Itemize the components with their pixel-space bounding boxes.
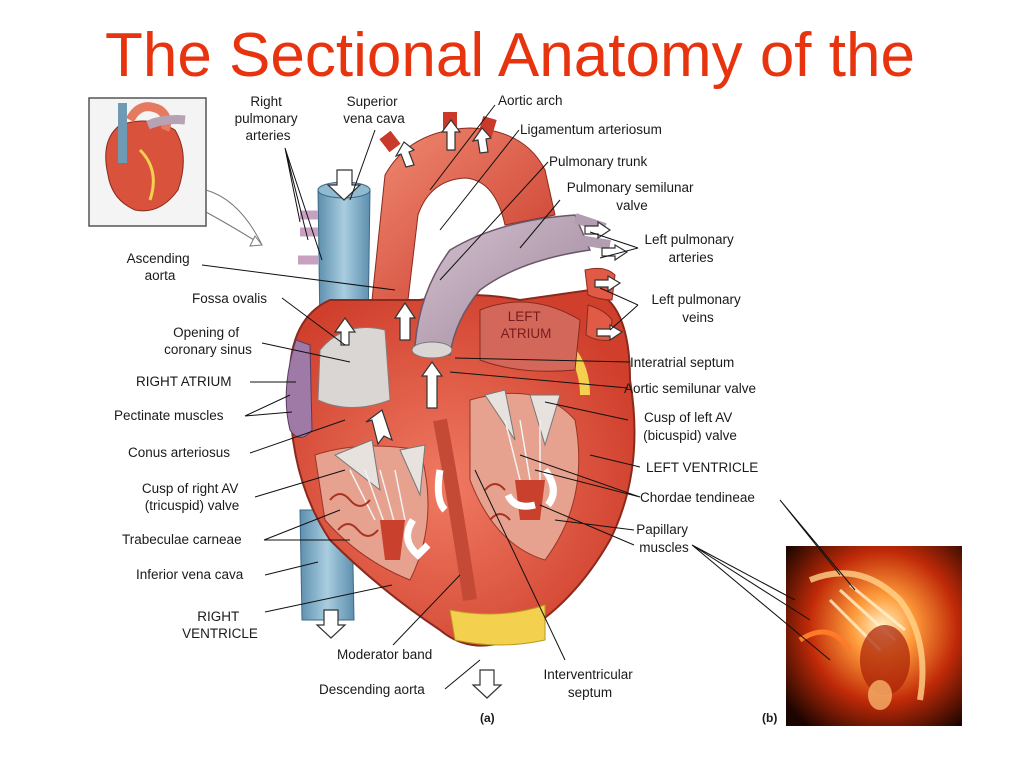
label-papillary-muscles: Papillary muscles bbox=[636, 522, 692, 555]
label-descending-aorta: Descending aorta bbox=[319, 682, 425, 697]
label-ligamentum-arteriosum: Ligamentum arteriosum bbox=[520, 122, 662, 137]
label-inferior-vena-cava: Inferior vena cava bbox=[136, 567, 244, 582]
label-fossa-ovalis: Fossa ovalis bbox=[192, 291, 267, 306]
inset-heart-thumbnail bbox=[88, 97, 263, 247]
label-moderator-band: Moderator band bbox=[337, 647, 432, 662]
label-conus-arteriosus: Conus arteriosus bbox=[128, 445, 230, 460]
panel-label-a: (a) bbox=[480, 711, 495, 725]
heart-body bbox=[285, 288, 636, 647]
label-left-pulmonary-arteries: Left pulmonary arteries bbox=[644, 232, 737, 265]
label-right-atrium: RIGHT ATRIUM bbox=[136, 374, 232, 389]
label-trabeculae-carneae: Trabeculae carneae bbox=[122, 532, 242, 547]
label-ascending-aorta: Ascending aorta bbox=[127, 251, 194, 283]
label-cusp-left-av: Cusp of left AV (bicuspid) valve bbox=[643, 410, 737, 443]
label-interatrial-septum: Interatrial septum bbox=[630, 355, 734, 370]
label-right-pulmonary-arteries: Right pulmonary arteries bbox=[235, 94, 302, 143]
blood-flow-arrows bbox=[315, 119, 629, 699]
label-left-pulmonary-veins: Left pulmonary veins bbox=[651, 292, 744, 325]
label-chordae-tendineae: Chordae tendineae bbox=[640, 490, 755, 505]
photo-panel-b bbox=[786, 546, 962, 726]
label-pulmonary-trunk: Pulmonary trunk bbox=[549, 154, 648, 169]
label-cusp-right-av: Cusp of right AV (tricuspid) valve bbox=[142, 481, 242, 513]
label-aortic-semilunar-valve: Aortic semilunar valve bbox=[624, 381, 756, 396]
label-pectinate-muscles: Pectinate muscles bbox=[114, 408, 224, 423]
label-opening-coronary-sinus: Opening of coronary sinus bbox=[164, 325, 252, 357]
label-left-ventricle: LEFT VENTRICLE bbox=[646, 460, 758, 475]
label-aortic-arch: Aortic arch bbox=[498, 93, 563, 108]
label-left-atrium: LEFT ATRIUM bbox=[501, 309, 552, 341]
label-interventricular-septum: Interventricular septum bbox=[543, 667, 636, 700]
label-superior-vena-cava: Superior vena cava bbox=[343, 94, 405, 126]
label-pulmonary-semilunar-valve: Pulmonary semilunar valve bbox=[567, 180, 698, 213]
page-title: The Sectional Anatomy of the bbox=[105, 21, 915, 90]
leader-lines bbox=[201, 104, 856, 690]
panel-label-b: (b) bbox=[762, 711, 777, 725]
label-right-ventricle: RIGHT VENTRICLE bbox=[182, 609, 258, 641]
